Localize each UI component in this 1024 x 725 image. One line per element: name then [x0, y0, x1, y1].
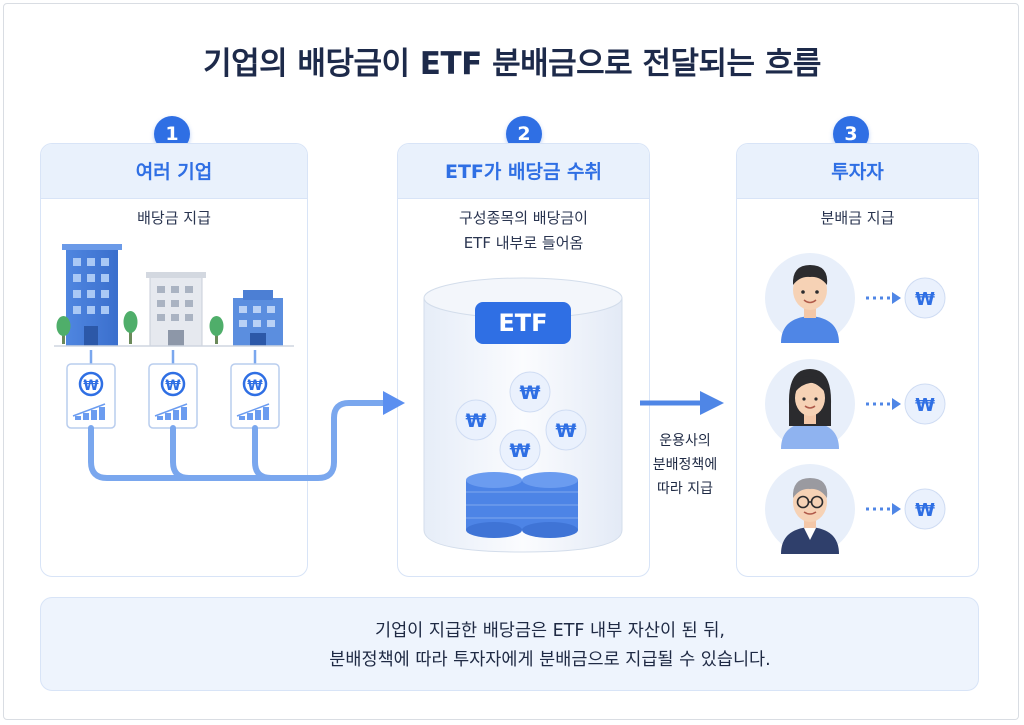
dividend-card-icon: ₩	[148, 363, 198, 429]
tree-icon	[56, 316, 71, 344]
svg-text:₩: ₩	[247, 378, 263, 394]
etf-subtitle-line-2: ETF 내부로 들어옴	[463, 234, 584, 252]
coin-icon: ₩	[545, 409, 587, 451]
building-icon	[62, 244, 122, 346]
etf-subtitle-line-1: 구성종목의 배당금이	[459, 209, 588, 227]
svg-text:₩: ₩	[510, 440, 531, 462]
tree-icon	[209, 316, 224, 344]
coin-icon: ₩	[904, 383, 946, 425]
investors-heading: 투자자	[737, 144, 978, 199]
svg-text:₩: ₩	[915, 500, 935, 521]
dividend-flow-line	[88, 400, 388, 481]
svg-text:₩: ₩	[915, 289, 935, 310]
companies-panel: 여러 기업 배당금 지급	[40, 143, 308, 577]
svg-text:₩: ₩	[466, 410, 487, 432]
coin-icon: ₩	[904, 488, 946, 530]
tree-icon	[123, 311, 138, 344]
svg-text:₩: ₩	[83, 378, 99, 394]
person-avatar-icon	[765, 464, 855, 554]
person-avatar-icon	[765, 253, 855, 343]
arrow-to-etf	[383, 391, 405, 415]
distribution-policy-label: 운용사의 분배정책에 따라 지급	[640, 429, 730, 501]
building-icon	[233, 290, 283, 346]
page-title: 기업의 배당금이 ETF 분배금으로 전달되는 흐름	[203, 46, 821, 82]
coin-icon: ₩	[499, 429, 541, 471]
etf-label-box	[475, 302, 571, 344]
building-icon	[146, 272, 206, 347]
summary-box	[40, 597, 979, 691]
dividend-card-icon: ₩	[66, 363, 116, 429]
svg-text:₩: ₩	[165, 378, 181, 394]
investors-subtitle: 분배금 지급	[820, 209, 895, 227]
person-avatar-icon	[765, 359, 855, 449]
companies-heading: 여러 기업	[41, 144, 307, 199]
coin-stack-icon	[522, 472, 578, 538]
payout-arrow-head	[700, 391, 724, 415]
page-frame	[3, 3, 1019, 720]
etf-heading: ETF가 배당금 수취	[398, 144, 649, 199]
dividend-card-icon: ₩	[230, 363, 280, 429]
svg-text:₩: ₩	[556, 420, 577, 442]
connector-lines	[89, 350, 257, 364]
coin-icon: ₩	[509, 371, 551, 413]
summary-line-1: 기업이 지급한 배당금은 ETF 내부 자산이 된 뒤,	[374, 621, 725, 641]
svg-text:₩: ₩	[520, 382, 541, 404]
summary-line-2: 분배정책에 따라 투자자에게 분배금으로 지급될 수 있습니다.	[329, 650, 771, 670]
distribution-policy-line-2: 분배정책에	[652, 457, 718, 473]
svg-text:₩: ₩	[915, 395, 935, 416]
summary-text: 기업이 지급한 배당금은 ETF 내부 자산이 된 뒤, 분배정책에 따라 투자…	[240, 617, 860, 675]
distribution-policy-line-3: 따라 지급	[657, 481, 713, 497]
coin-icon: ₩	[455, 399, 497, 441]
coin-icon: ₩	[904, 277, 946, 319]
coin-stack-icon	[466, 472, 522, 538]
payout-dotted-arrows	[866, 292, 901, 515]
companies-subtitle: 배당금 지급	[137, 209, 211, 227]
etf-label: ETF	[498, 309, 547, 337]
distribution-policy-line-1: 운용사의	[659, 433, 711, 449]
